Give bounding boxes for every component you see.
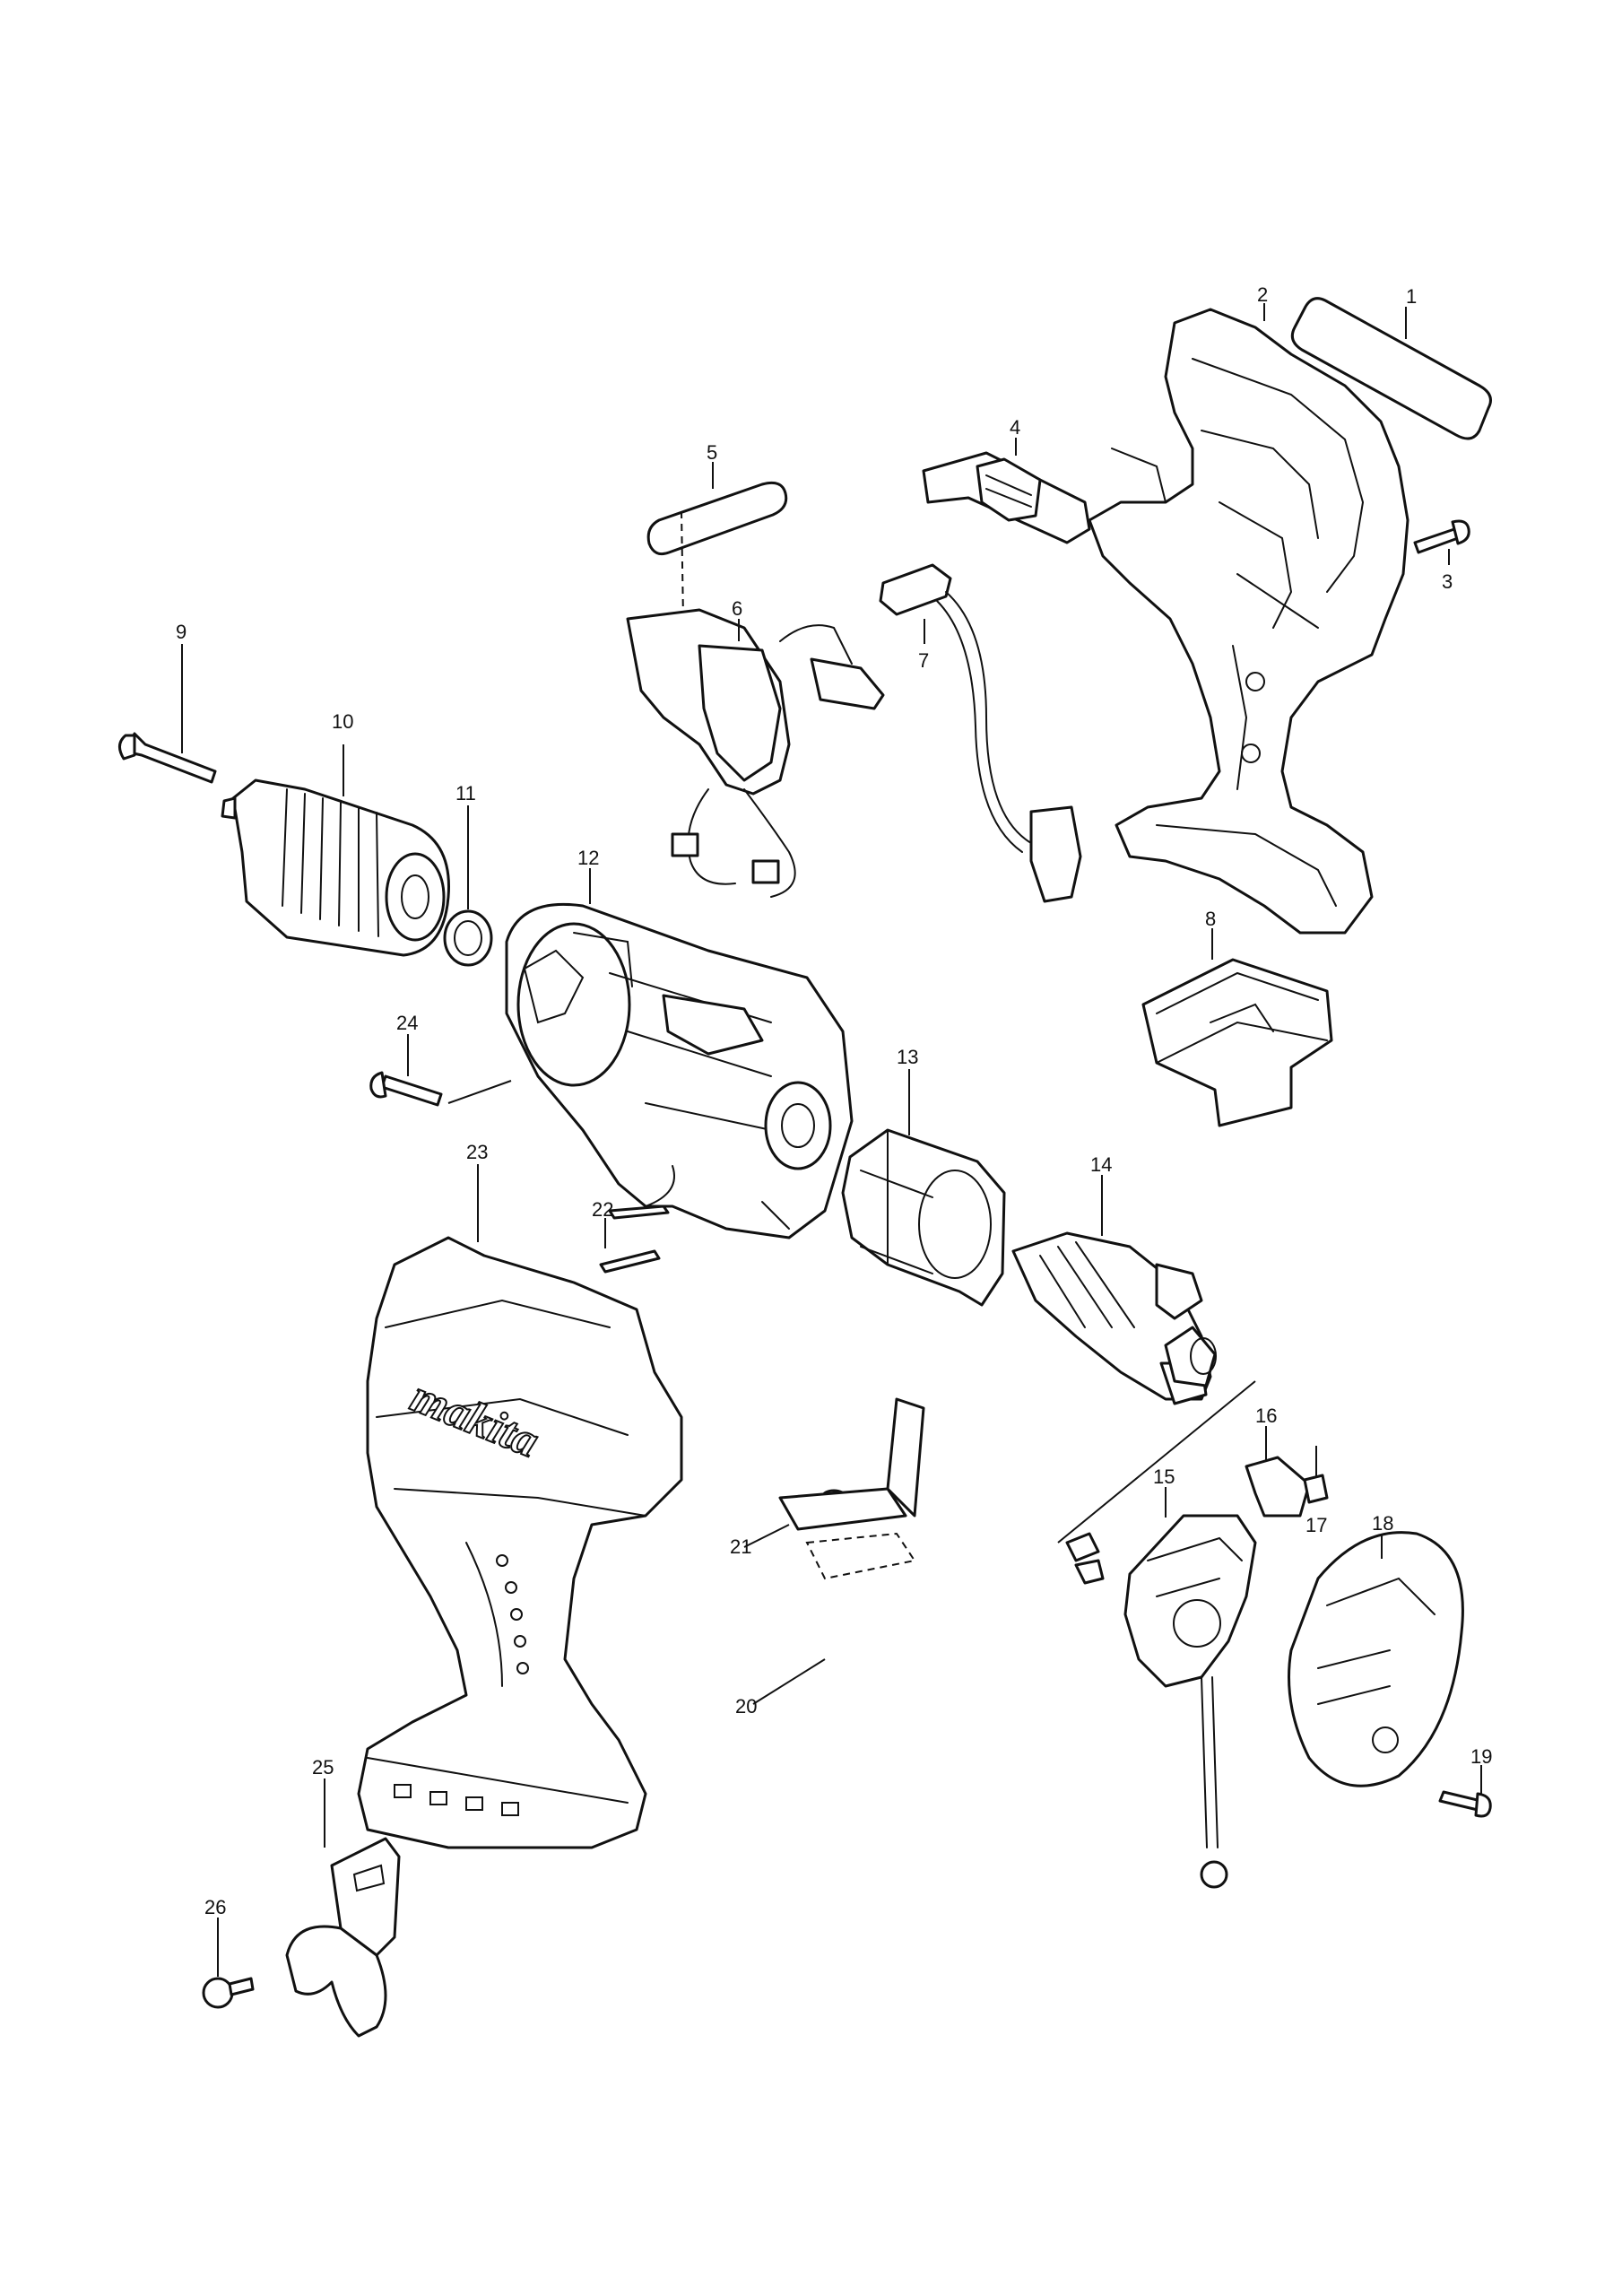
- callout-9: 9: [176, 621, 186, 643]
- label-strip-part: [1290, 297, 1492, 440]
- callout-22: 22: [592, 1198, 613, 1221]
- callout-25: 25: [312, 1756, 334, 1779]
- switch-assembly-part: [626, 608, 885, 898]
- led-wire-part: [879, 563, 1082, 903]
- keyless-chuck-part: [221, 744, 450, 957]
- callout-17: 17: [1305, 1514, 1327, 1536]
- armature-part: [1011, 1175, 1217, 1405]
- belt-clip-part: [285, 1779, 401, 2038]
- gear-assembly-part: [505, 868, 854, 1239]
- callout-24: 24: [396, 1012, 418, 1034]
- callout-15: 15: [1153, 1465, 1175, 1488]
- carbon-brush-part: [1303, 1446, 1329, 1504]
- callout-1: 1: [1406, 285, 1417, 308]
- callout-13: 13: [897, 1046, 918, 1068]
- controller-part: [1141, 928, 1333, 1127]
- callout-3: 3: [1442, 570, 1453, 593]
- callout-20: 20: [735, 1695, 757, 1718]
- callout-21: 21: [730, 1535, 751, 1558]
- callout-5: 5: [707, 441, 717, 464]
- callout-19: 19: [1470, 1745, 1492, 1768]
- brush-clip-part: [1245, 1426, 1311, 1518]
- screw-part-26: [202, 1918, 255, 2009]
- callout-26: 26: [204, 1896, 226, 1918]
- callout-4: 4: [1010, 416, 1020, 439]
- switch-lever-part: [646, 462, 788, 620]
- callout-16: 16: [1255, 1405, 1277, 1427]
- callout-23: 23: [466, 1141, 488, 1163]
- housing-brand-part: makita: [357, 1164, 683, 1849]
- callout-2: 2: [1257, 283, 1268, 306]
- callout-12: 12: [577, 847, 599, 869]
- callout-10: 10: [332, 710, 353, 733]
- callout-7: 7: [918, 649, 929, 672]
- callout-6: 6: [732, 597, 742, 620]
- screw-part-24: [369, 1034, 443, 1107]
- callout-14: 14: [1090, 1153, 1112, 1176]
- callout-11: 11: [455, 782, 476, 804]
- screw-part-19: [1438, 1765, 1492, 1818]
- bracket-part: [743, 1397, 925, 1580]
- switch-slider-part: [922, 438, 1091, 544]
- chuck-screw-part: [118, 644, 217, 784]
- housing-half-part: [1088, 303, 1409, 935]
- callout-18: 18: [1372, 1512, 1393, 1535]
- motor-stator-part: [841, 1069, 1006, 1307]
- screw-part-3: [1413, 519, 1470, 565]
- spring-part: [599, 1205, 670, 1274]
- callout-8: 8: [1205, 908, 1216, 930]
- flat-washer-part: [443, 805, 493, 967]
- rear-cover-part: [1288, 1531, 1464, 1787]
- brush-holder-part: [1065, 1487, 1257, 1889]
